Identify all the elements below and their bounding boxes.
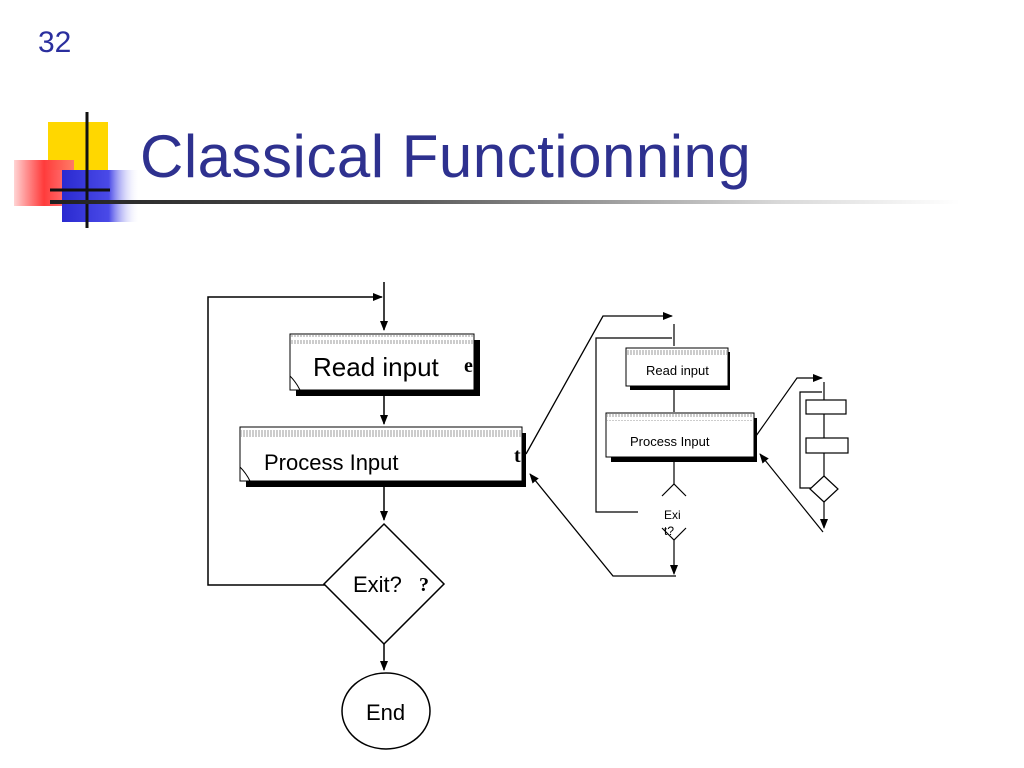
process-input-label: Process Input <box>264 450 399 475</box>
exit-label: Exit? <box>353 572 402 597</box>
micro-loop-line <box>799 391 822 489</box>
connector-lower <box>529 473 676 577</box>
corner-decoration <box>14 112 140 228</box>
read-input-box: Read input e <box>289 333 480 396</box>
connector-upper <box>525 312 673 455</box>
micro-flowchart <box>799 382 849 529</box>
micro-connector-lower <box>759 453 824 533</box>
mini-process-input-label: Process Input <box>630 434 710 449</box>
title-underline <box>50 200 960 204</box>
mini-process-input-box: Process Input <box>605 412 757 462</box>
read-input-label: Read input <box>313 352 440 382</box>
end-label: End <box>366 700 405 725</box>
micro-connector-upper <box>755 374 823 437</box>
mini-exit-label-line1: Exi <box>664 508 681 522</box>
main-flowchart: Read input e Process Input t Exit? ? End <box>207 282 526 750</box>
exit-decision: Exit? ? <box>322 522 446 646</box>
exit-fragment: ? <box>419 574 429 596</box>
loop-back-line <box>207 293 383 586</box>
micro-decision <box>809 475 839 503</box>
slide-title: Classical Functionning <box>140 123 752 190</box>
slide-number: 32 <box>38 26 72 59</box>
deco-blue-square <box>62 170 140 222</box>
process-input-box: Process Input t <box>239 426 526 487</box>
micro-process-box <box>805 437 849 454</box>
mini-read-input-box: Read input <box>625 347 730 390</box>
end-terminal: End <box>341 672 431 750</box>
micro-connectors <box>755 374 824 533</box>
process-input-fragment: t <box>514 445 521 467</box>
zoom-connectors <box>525 312 676 577</box>
mini-flowchart: Read input Process Input Exi t? <box>595 324 757 575</box>
mini-exit-label-line2: t? <box>664 524 674 538</box>
mini-loop-line <box>595 337 672 513</box>
micro-read-box <box>805 399 847 415</box>
mini-read-input-label: Read input <box>646 363 709 378</box>
mini-exit-decision: Exi t? <box>661 483 687 541</box>
read-input-fragment: e <box>464 355 473 377</box>
